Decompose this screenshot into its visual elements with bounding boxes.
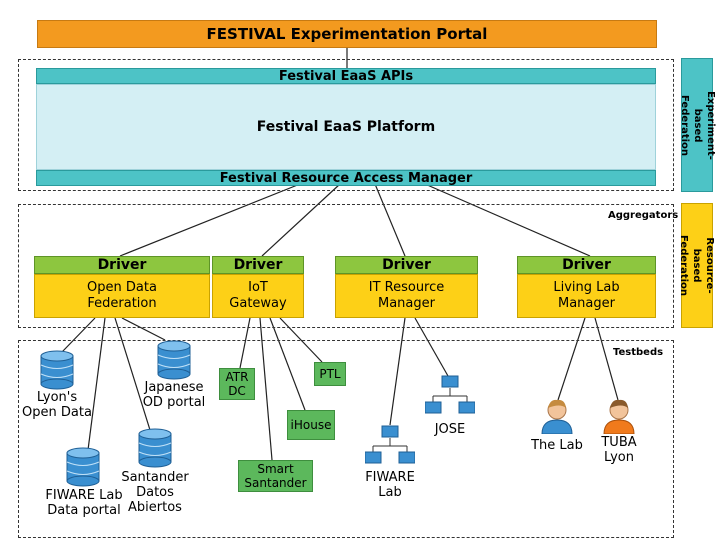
driver-label: Driver bbox=[233, 257, 283, 273]
living-lab-manager-label: Living Lab Manager bbox=[553, 280, 620, 311]
portal-title: FESTIVAL Experimentation Portal bbox=[206, 25, 488, 43]
eaas-platform-label: Festival EaaS Platform bbox=[256, 119, 436, 135]
smart-santander-node: Smart Santander bbox=[238, 460, 313, 492]
aggregators-box bbox=[18, 204, 674, 328]
driver-it-body: IT Resource Manager bbox=[335, 274, 478, 318]
driver-living-lab-head: Driver bbox=[517, 256, 656, 274]
database-icon bbox=[40, 350, 74, 390]
open-data-federation-label: Open Data Federation bbox=[87, 280, 157, 311]
eaas-apis-label: Festival EaaS APIs bbox=[278, 68, 414, 84]
ihouse-label: iHouse bbox=[290, 418, 332, 432]
experiment-federation-sidebar: Experiment-based Federation bbox=[679, 58, 716, 192]
resource-federation-sidebar: Resource-based Federation bbox=[679, 203, 716, 328]
ptl-label: PTL bbox=[319, 367, 341, 381]
ihouse-node: iHouse bbox=[287, 410, 335, 440]
driver-open-data-head: Driver bbox=[34, 256, 210, 274]
driver-living-lab-body: Living Lab Manager bbox=[517, 274, 656, 318]
resource-access-manager-label: Festival Resource Access Manager bbox=[219, 170, 473, 186]
eaas-apis-bar: Festival EaaS APIs bbox=[36, 68, 656, 84]
driver-iot-body: IoT Gateway bbox=[212, 274, 304, 318]
eaas-platform-box: Festival EaaS Platform bbox=[36, 84, 656, 170]
experiment-federation-box bbox=[18, 59, 674, 191]
atr-dc-node: ATR DC bbox=[219, 368, 255, 400]
japanese-od-portal-label: Japanese OD portal bbox=[142, 380, 206, 410]
database-icon bbox=[157, 340, 191, 380]
resource-federation-label: Resource-based Federation bbox=[678, 234, 716, 297]
network-icon bbox=[425, 375, 475, 414]
experiment-federation-label: Experiment-based Federation bbox=[678, 90, 716, 160]
person-icon bbox=[541, 399, 573, 434]
tuba-lyon-label: TUBA Lyon bbox=[601, 435, 637, 465]
fiware-lab-label: FIWARE Lab bbox=[365, 470, 415, 500]
aggregators-label: Aggregators bbox=[608, 210, 679, 221]
resource-access-manager-bar: Festival Resource Access Manager bbox=[36, 170, 656, 186]
fiware-data-portal-label: FIWARE Lab Data portal bbox=[45, 488, 123, 518]
person-icon bbox=[603, 399, 635, 434]
driver-label: Driver bbox=[97, 257, 147, 273]
database-icon bbox=[138, 428, 172, 468]
testbeds-box bbox=[18, 340, 674, 538]
database-icon bbox=[66, 447, 100, 487]
santander-datos-label: Santander Datos Abiertos bbox=[121, 470, 189, 515]
driver-open-data-body: Open Data Federation bbox=[34, 274, 210, 318]
driver-label: Driver bbox=[382, 257, 431, 273]
the-lab-label: The Lab bbox=[531, 438, 583, 453]
lyon-open-data-label: Lyon's Open Data bbox=[22, 390, 92, 420]
iot-gateway-label: IoT Gateway bbox=[229, 280, 287, 311]
network-icon bbox=[365, 425, 415, 464]
driver-iot-head: Driver bbox=[212, 256, 304, 274]
portal-box: FESTIVAL Experimentation Portal bbox=[37, 20, 657, 48]
it-resource-manager-label: IT Resource Manager bbox=[368, 280, 445, 311]
smart-santander-label: Smart Santander bbox=[244, 462, 307, 490]
ptl-node: PTL bbox=[314, 362, 346, 386]
atr-dc-label: ATR DC bbox=[225, 370, 249, 398]
driver-it-head: Driver bbox=[335, 256, 478, 274]
jose-label: JOSE bbox=[434, 422, 466, 437]
testbeds-label: Testbeds bbox=[613, 347, 664, 358]
driver-label: Driver bbox=[562, 257, 611, 273]
